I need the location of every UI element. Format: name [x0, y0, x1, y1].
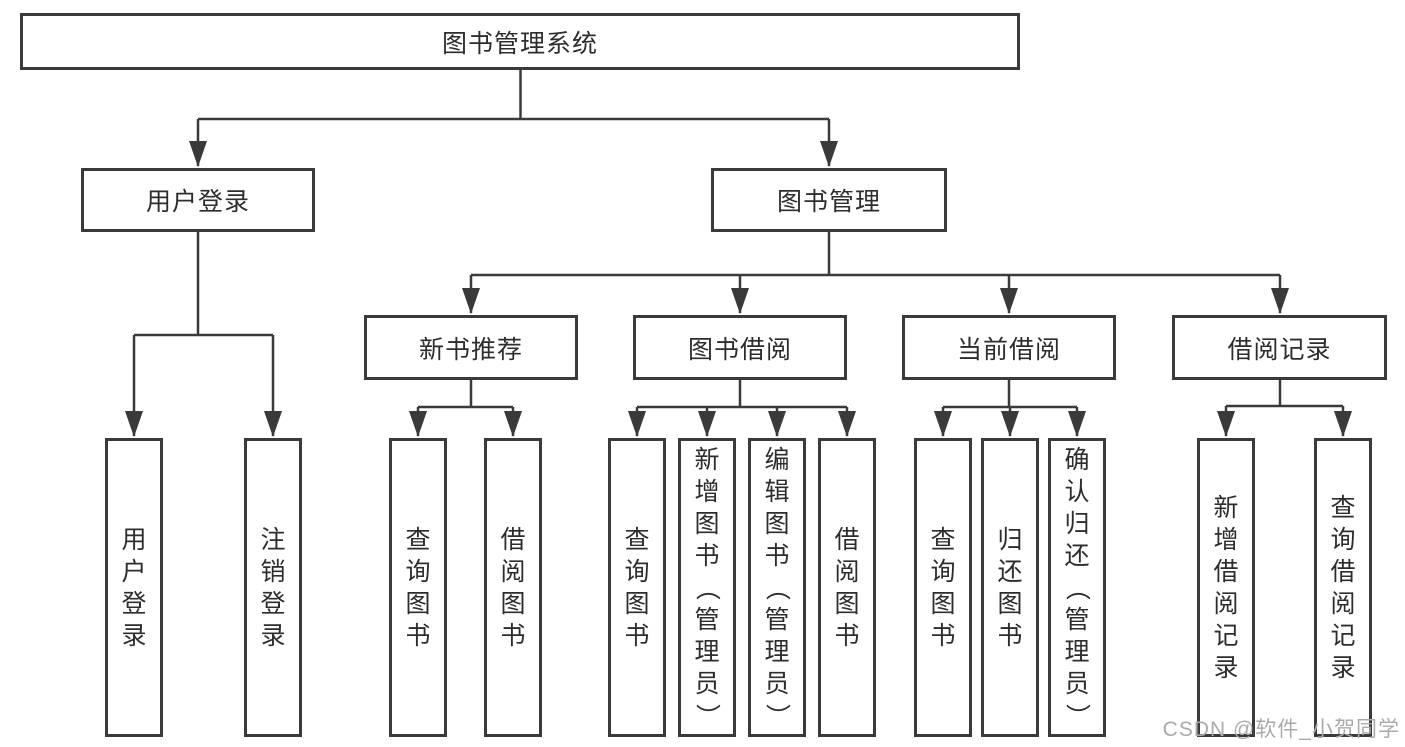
node-borrow-records: 借阅记录: [1172, 315, 1387, 380]
watermark: CSDN @软件_小贺同学: [1162, 718, 1400, 741]
node-label: 用户登录: [145, 188, 250, 216]
leaf-confirm-return-admin: 确认归还（管理员）: [1048, 438, 1106, 737]
node-user-login-branch: 用户登录: [81, 168, 315, 232]
leaf-borrow-books: 借阅图书: [818, 438, 876, 737]
node-root-label: 图书管理系统: [441, 29, 598, 58]
node-book-borrow: 图书借阅: [633, 315, 847, 380]
leaf-query-books-recommend: 查询图书: [389, 438, 447, 737]
node-current-borrow: 当前借阅: [902, 315, 1116, 380]
leaf-query-books-current: 查询图书: [914, 438, 972, 737]
leaf-return-books: 归还图书: [981, 438, 1039, 737]
node-label: 图书借阅: [687, 335, 792, 364]
leaf-user-login: 用户登录: [105, 438, 163, 737]
leaf-query-borrow-record: 查询借阅记录: [1314, 438, 1372, 737]
node-label: 新书推荐: [418, 335, 523, 364]
leaf-logout: 注销登录: [244, 438, 302, 737]
node-label: 借阅记录: [1227, 335, 1332, 364]
node-label: 图书管理: [776, 188, 881, 216]
leaf-edit-books-admin: 编辑图书（管理员）: [748, 438, 806, 737]
leaf-add-borrow-record: 新增借阅记录: [1197, 438, 1255, 737]
leaf-query-books-borrow: 查询图书: [608, 438, 666, 737]
node-book-management-branch: 图书管理: [711, 168, 947, 232]
leaf-borrow-books-recommend: 借阅图书: [484, 438, 542, 737]
node-label: 当前借阅: [956, 335, 1061, 364]
node-root-system: 图书管理系统: [20, 13, 1020, 70]
leaf-add-books-admin: 新增图书（管理员）: [678, 438, 736, 737]
node-new-book-recommend: 新书推荐: [364, 315, 578, 380]
